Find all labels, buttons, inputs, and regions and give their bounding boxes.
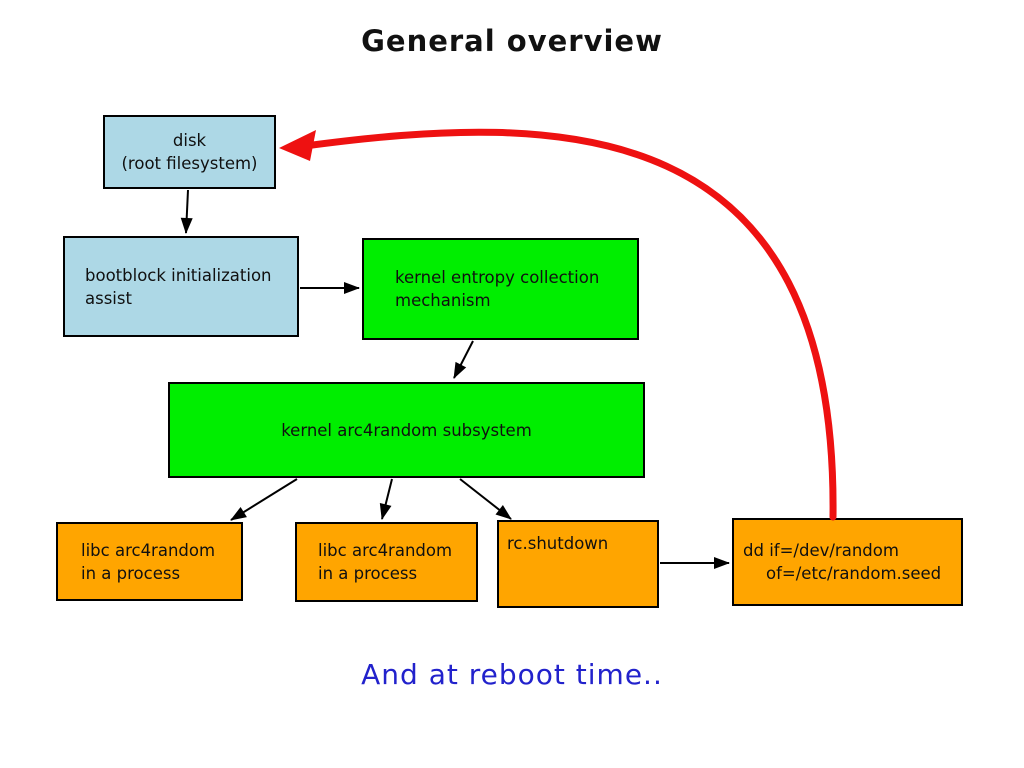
node-dd-label-line2: of=/etc/random.seed xyxy=(766,564,942,583)
node-bootblock-init-assist: bootblock initialization assist xyxy=(63,236,299,337)
node-libc1-label-line2: in a process xyxy=(81,563,181,583)
node-bootblock-label-line2: assist xyxy=(85,288,132,308)
node-dd-label-line1: dd if=/dev/random xyxy=(743,541,899,560)
node-entropy-label-line1: kernel entropy collection xyxy=(395,268,600,287)
reboot-time-note: And at reboot time.. xyxy=(361,658,663,691)
node-rc-label: rc.shutdown xyxy=(507,534,609,553)
node-bootblock-label-line1: bootblock initialization xyxy=(85,265,272,285)
arrow-subsystem-to-libc1 xyxy=(230,478,298,521)
arrow-disk-to-bootblock xyxy=(180,189,193,234)
red-reboot-arrow-head xyxy=(279,130,316,161)
arrow-subsystem-to-rc-shutdown xyxy=(459,478,512,520)
node-libc2-label-line2: in a process xyxy=(318,564,418,583)
node-kernel-arc4random-subsystem: kernel arc4random subsystem xyxy=(168,382,645,478)
node-libc-arc4random-process-2: libc arc4random in a process xyxy=(295,522,478,602)
node-rc-shutdown: rc.shutdown xyxy=(497,520,659,608)
node-disk-root-filesystem: disk (root filesystem) xyxy=(103,115,276,189)
node-dd-random-seed: dd if=/dev/random of=/etc/random.seed xyxy=(732,518,963,606)
page-title: General overview xyxy=(361,24,663,58)
node-kernel-entropy-collection: kernel entropy collection mechanism xyxy=(362,238,639,340)
arrow-subsystem-to-libc2 xyxy=(379,478,393,520)
node-entropy-label-line2: mechanism xyxy=(395,291,491,310)
node-libc1-label-line1: libc arc4random xyxy=(81,540,216,560)
node-disk-label-line2: (root filesystem) xyxy=(121,154,258,173)
node-disk-label-line1: disk xyxy=(172,131,207,150)
node-libc-arc4random-process-1: libc arc4random in a process xyxy=(56,522,243,601)
arrow-entropy-to-subsystem xyxy=(453,340,474,379)
node-libc2-label-line1: libc arc4random xyxy=(318,541,453,560)
node-subsystem-label: kernel arc4random subsystem xyxy=(281,420,532,440)
